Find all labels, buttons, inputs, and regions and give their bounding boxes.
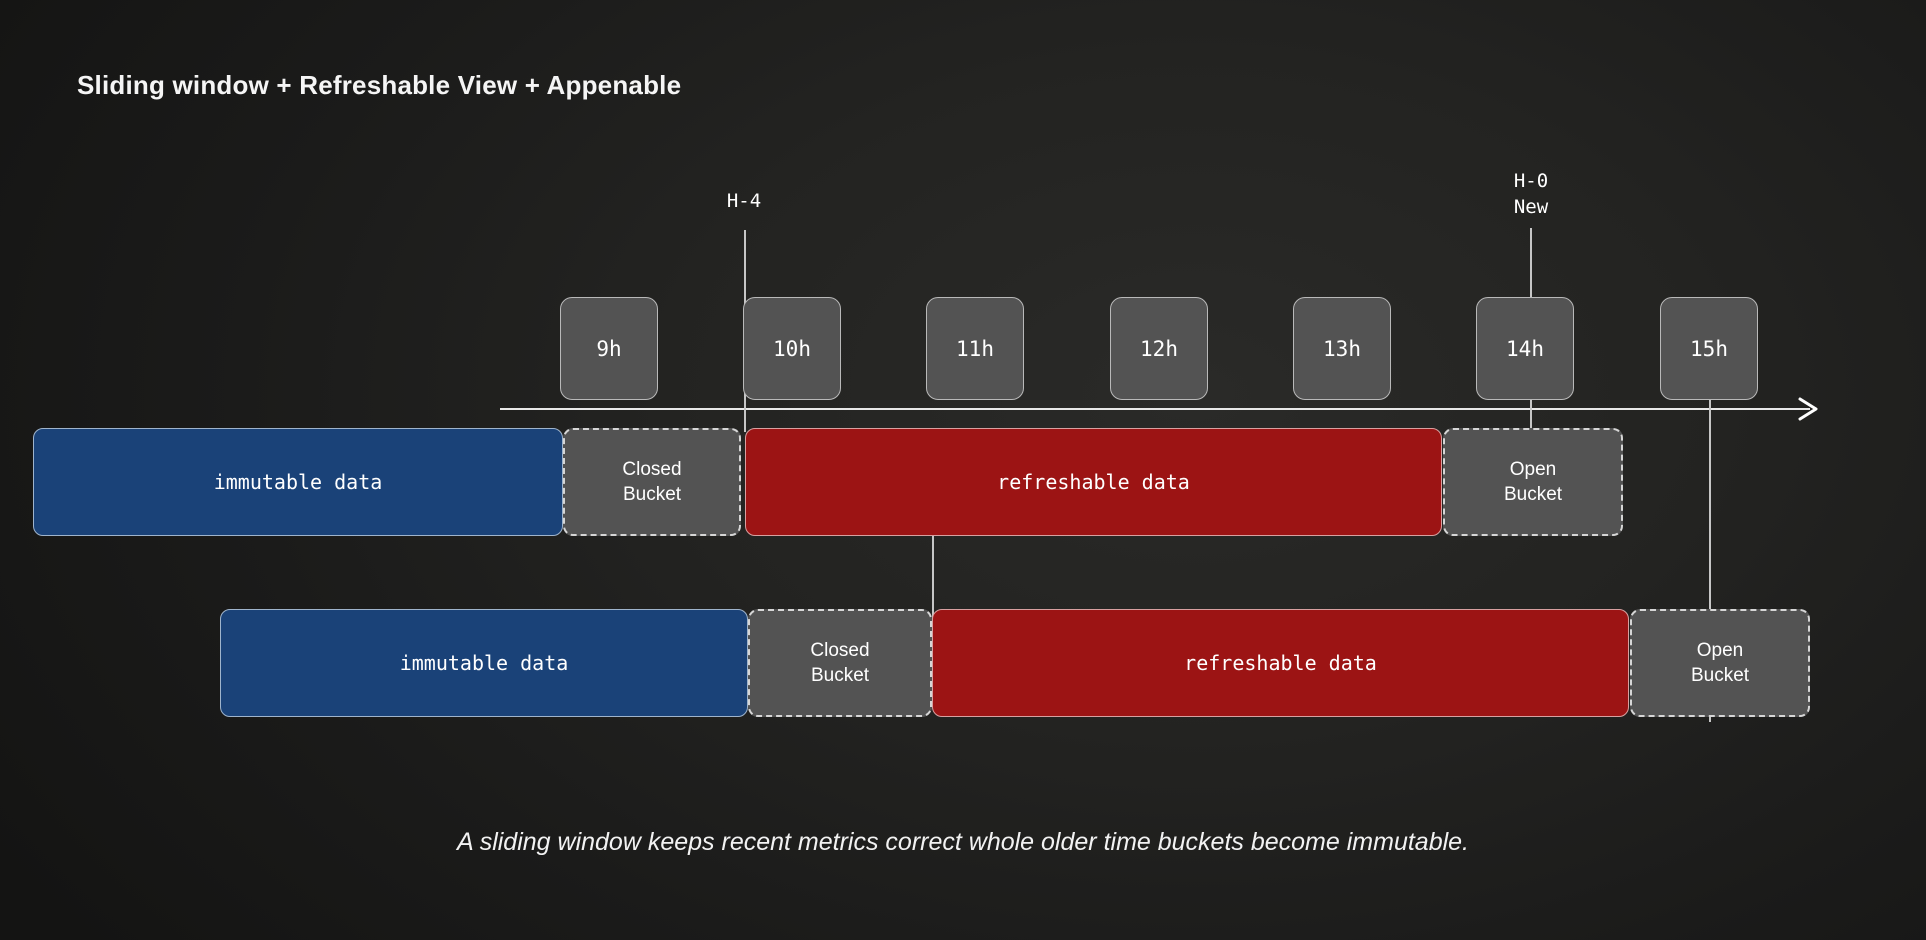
bar-label: refreshable data: [997, 470, 1190, 494]
row-before-closed-bucket[interactable]: Closed Bucket: [563, 428, 741, 536]
bar-label: Closed Bucket: [810, 640, 870, 686]
hour-box-label: 15h: [1690, 336, 1728, 361]
hour-box-10h[interactable]: 10h: [743, 297, 841, 400]
timeline-axis: [500, 408, 1810, 410]
hour-box-12h[interactable]: 12h: [1110, 297, 1208, 400]
row-after-refreshable-data[interactable]: refreshable data: [932, 609, 1629, 717]
row-after-open-bucket[interactable]: Open Bucket: [1630, 609, 1810, 717]
connector-15h-to-row2: [1709, 392, 1711, 722]
hour-box-13h[interactable]: 13h: [1293, 297, 1391, 400]
row-after-immutable-data[interactable]: immutable data: [220, 609, 748, 717]
connector-row1-to-row2: [932, 536, 934, 666]
bar-label: Open Bucket: [1503, 459, 1563, 505]
row-before-open-bucket[interactable]: Open Bucket: [1443, 428, 1623, 536]
bar-label: Closed Bucket: [622, 459, 682, 505]
bar-label: immutable data: [399, 651, 569, 675]
diagram-caption: A sliding window keeps recent metrics co…: [457, 828, 1469, 856]
hour-box-label: 14h: [1506, 336, 1544, 361]
bar-label: refreshable data: [1184, 651, 1377, 675]
marker-label-h-minus-4: H-4: [726, 190, 762, 212]
hour-box-label: 13h: [1323, 336, 1361, 361]
hour-box-label: 12h: [1140, 336, 1178, 361]
row-before-refreshable-data[interactable]: refreshable data: [745, 428, 1442, 536]
hour-box-label: 10h: [773, 336, 811, 361]
hour-box-14h[interactable]: 14h: [1476, 297, 1574, 400]
timeline-arrow-icon: [1796, 395, 1822, 423]
hour-box-label: 9h: [596, 336, 622, 361]
row-after-closed-bucket[interactable]: Closed Bucket: [748, 609, 932, 717]
diagram-title: Sliding window + Refreshable View + Appe…: [77, 70, 682, 100]
bar-label: Open Bucket: [1690, 640, 1750, 686]
hour-box-label: 11h: [956, 336, 994, 361]
hour-box-9h[interactable]: 9h: [560, 297, 658, 400]
marker-label-h-zero-new: H-0 New: [1513, 170, 1549, 218]
bar-label: immutable data: [213, 470, 383, 494]
hour-box-11h[interactable]: 11h: [926, 297, 1024, 400]
hour-box-15h[interactable]: 15h: [1660, 297, 1758, 400]
row-before-immutable-data[interactable]: immutable data: [33, 428, 563, 536]
